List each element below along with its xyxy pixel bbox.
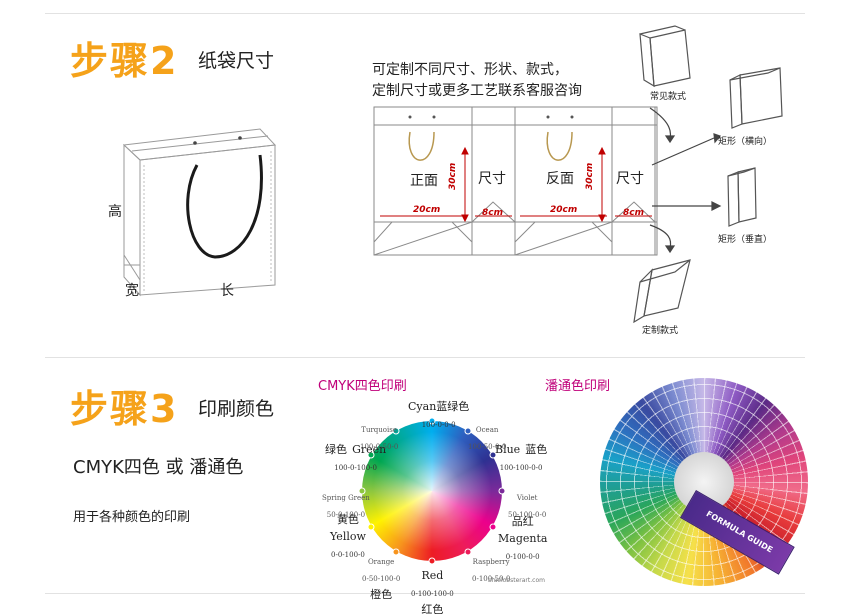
step2-title: 步骤2 bbox=[70, 39, 179, 83]
wheel-label-ocean: Ocean 100-50-0-0 bbox=[468, 426, 507, 451]
dim-height-front: 30cm bbox=[448, 162, 458, 190]
custom-note-line1: 可定制不同尺寸、形状、款式， bbox=[372, 62, 568, 78]
panel-front: 正面 bbox=[410, 173, 438, 189]
wheel-label-green: 绿色 Green 100-0-100-0 bbox=[325, 443, 387, 472]
bag-width-label: 宽 bbox=[125, 283, 139, 299]
cmyk-color-wheel bbox=[362, 421, 502, 561]
top-divider bbox=[45, 13, 805, 14]
style-custom-label: 定制款式 bbox=[642, 326, 679, 336]
panel-back: 反面 bbox=[546, 171, 574, 187]
bottom-divider bbox=[45, 593, 805, 594]
dim-height-back: 30cm bbox=[585, 162, 595, 190]
wheel-label-red: Red 0-100-100-0 红色 bbox=[411, 569, 454, 616]
wheel-label-violet: Violet 50-100-0-0 bbox=[508, 494, 547, 519]
panel-side-1: 尺寸 bbox=[478, 171, 506, 187]
bag-height-label: 高 bbox=[108, 204, 122, 220]
dim-width-front: 20cm bbox=[413, 205, 441, 215]
wheel-label-turquoise: Turquoise 100-0-50-0 bbox=[360, 426, 399, 451]
dim-gusset-back: 8cm bbox=[623, 208, 644, 218]
pantone-title: 潘通色印刷 bbox=[545, 379, 611, 394]
middle-divider bbox=[45, 357, 805, 358]
dim-gusset-front: 8cm bbox=[482, 208, 503, 218]
bag-style-variants bbox=[633, 25, 783, 324]
bag-length-label: 长 bbox=[220, 283, 234, 299]
wheel-label-orange: Orange 0-50-100-0 橙色 bbox=[362, 558, 401, 601]
style-vertical-label: 矩形（垂直） bbox=[718, 235, 773, 245]
wheel-label-blue: Blue 蓝色 100-100-0-0 bbox=[495, 443, 548, 472]
color-wheel-dots bbox=[358, 417, 506, 565]
style-common-label: 常见款式 bbox=[650, 92, 687, 102]
wheel-label-raspberry: Raspberry 0-100-50-0 bbox=[472, 558, 511, 583]
paper-bag-illustration bbox=[122, 128, 277, 297]
wheel-label-yellow: 黄色 Yellow 0-0-100-0 bbox=[330, 513, 366, 559]
wheel-label-magenta: 品红 Magenta 0-100-0-0 bbox=[498, 515, 548, 561]
custom-note-line2: 定制尺寸或更多工艺联系客服咨询 bbox=[372, 83, 582, 99]
print-description: 用于各种颜色的印刷 bbox=[73, 510, 191, 525]
dim-width-back: 20cm bbox=[550, 205, 578, 215]
wheel-label-cyan: Cyan蓝绿色 100-0-0-0 bbox=[408, 400, 470, 429]
unfolded-bag-template bbox=[373, 106, 658, 256]
print-options: CMYK四色 或 潘通色 bbox=[73, 457, 244, 478]
step3-title: 步骤3 bbox=[70, 387, 179, 431]
step2-subtitle: 纸袋尺寸 bbox=[198, 50, 275, 72]
panel-side-2: 尺寸 bbox=[616, 171, 644, 187]
cmyk-title: CMYK四色印刷 bbox=[318, 379, 407, 394]
step3-subtitle: 印刷颜色 bbox=[198, 398, 275, 420]
wheel-label-spring-green: Spring Green 50-0-100-0 bbox=[322, 494, 370, 519]
style-horizontal-label: 矩形（横向） bbox=[718, 137, 773, 147]
wheel-credit: bluelobsterart.com bbox=[488, 577, 545, 584]
